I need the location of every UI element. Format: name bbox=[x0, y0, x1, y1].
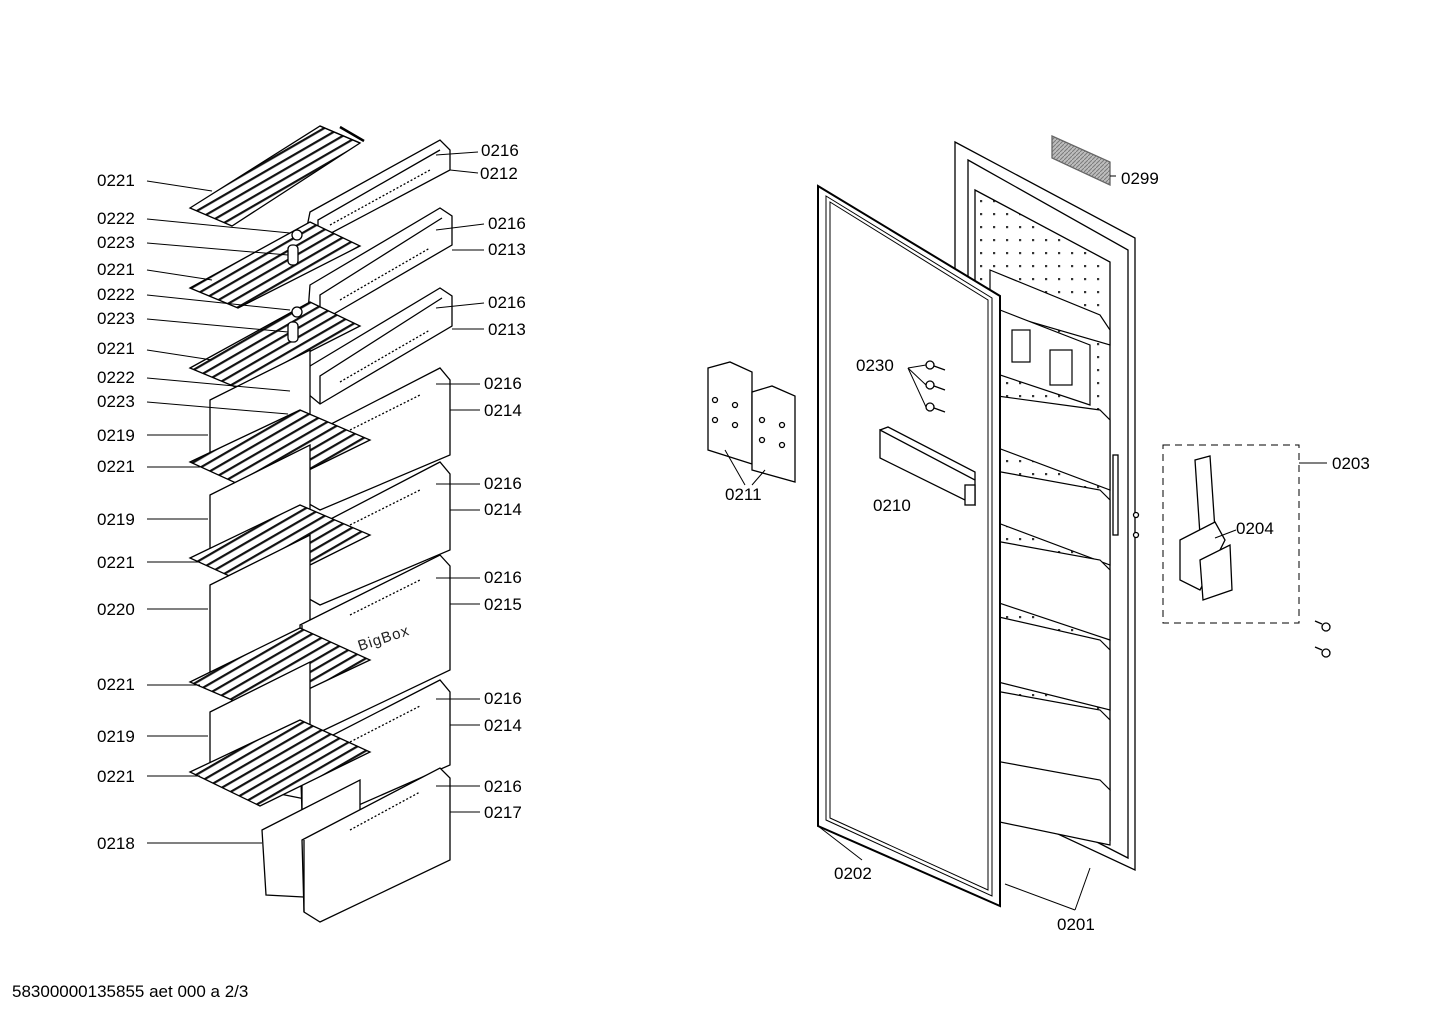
label-0221: 0221 bbox=[97, 553, 135, 572]
label-0216: 0216 bbox=[484, 474, 522, 493]
label-0212: 0212 bbox=[480, 164, 518, 183]
label-0221: 0221 bbox=[97, 767, 135, 786]
label-0214: 0214 bbox=[484, 401, 522, 420]
label-0214: 0214 bbox=[484, 716, 522, 735]
label-0213: 0213 bbox=[488, 320, 526, 339]
label-0219: 0219 bbox=[97, 426, 135, 445]
hinge-assembly-0203 bbox=[1162, 444, 1331, 658]
drawer-0214c bbox=[188, 660, 451, 823]
grid-shelf-2 bbox=[188, 221, 362, 309]
label-0201: 0201 bbox=[1057, 915, 1095, 934]
label-0215: 0215 bbox=[484, 595, 522, 614]
leader-lines-right bbox=[435, 151, 485, 813]
label-0216: 0216 bbox=[481, 141, 519, 160]
label-0221: 0221 bbox=[97, 260, 135, 279]
freezer-door-assembly bbox=[707, 134, 1331, 911]
label-0222: 0222 bbox=[97, 285, 135, 304]
ice-packs-0211 bbox=[707, 361, 796, 486]
label-0214: 0214 bbox=[484, 500, 522, 519]
label-0230: 0230 bbox=[856, 356, 894, 375]
label-0216: 0216 bbox=[484, 689, 522, 708]
label-0221: 0221 bbox=[97, 339, 135, 358]
screws-0230 bbox=[907, 360, 946, 413]
leader-lines-door bbox=[817, 175, 1116, 911]
label-0219: 0219 bbox=[97, 727, 135, 746]
label-0223: 0223 bbox=[97, 233, 135, 252]
freezer-drawer-stack bbox=[146, 125, 485, 923]
door-gasket-0202 bbox=[817, 184, 1001, 908]
drawer-bigbox-0215 bbox=[188, 533, 451, 733]
label-0220: 0220 bbox=[97, 600, 135, 619]
label-0219: 0219 bbox=[97, 510, 135, 529]
label-0216: 0216 bbox=[484, 777, 522, 796]
label-0211: 0211 bbox=[725, 485, 762, 504]
label-0222: 0222 bbox=[97, 368, 135, 387]
label-0216: 0216 bbox=[484, 374, 522, 393]
label-0203: 0203 bbox=[1332, 454, 1370, 473]
label-0216: 0216 bbox=[488, 293, 526, 312]
label-0213: 0213 bbox=[488, 240, 526, 259]
drawing-code-footer: 58300000135855 aet 000 a 2/3 bbox=[12, 982, 249, 1001]
label-0221: 0221 bbox=[97, 457, 135, 476]
grid-shelf-3 bbox=[188, 301, 362, 389]
label-0216: 0216 bbox=[488, 214, 526, 233]
label-0218: 0218 bbox=[97, 834, 135, 853]
grid-shelf-top bbox=[188, 125, 365, 227]
label-0216: 0216 bbox=[484, 568, 522, 587]
label-0204: 0204 bbox=[1236, 519, 1274, 538]
label-0223: 0223 bbox=[97, 309, 135, 328]
door-handle-0210 bbox=[879, 426, 976, 507]
rating-label-0299 bbox=[1051, 134, 1111, 187]
label-0221: 0221 bbox=[97, 171, 135, 190]
drawer-bottom-0217 bbox=[261, 767, 451, 923]
label-0221: 0221 bbox=[97, 675, 135, 694]
label-0210: 0210 bbox=[873, 496, 911, 515]
label-0217: 0217 bbox=[484, 803, 522, 822]
label-0222: 0222 bbox=[97, 209, 135, 228]
label-0223: 0223 bbox=[97, 392, 135, 411]
label-0299: 0299 bbox=[1121, 169, 1159, 188]
leader-lines-left bbox=[146, 180, 291, 844]
label-0202: 0202 bbox=[834, 864, 872, 883]
